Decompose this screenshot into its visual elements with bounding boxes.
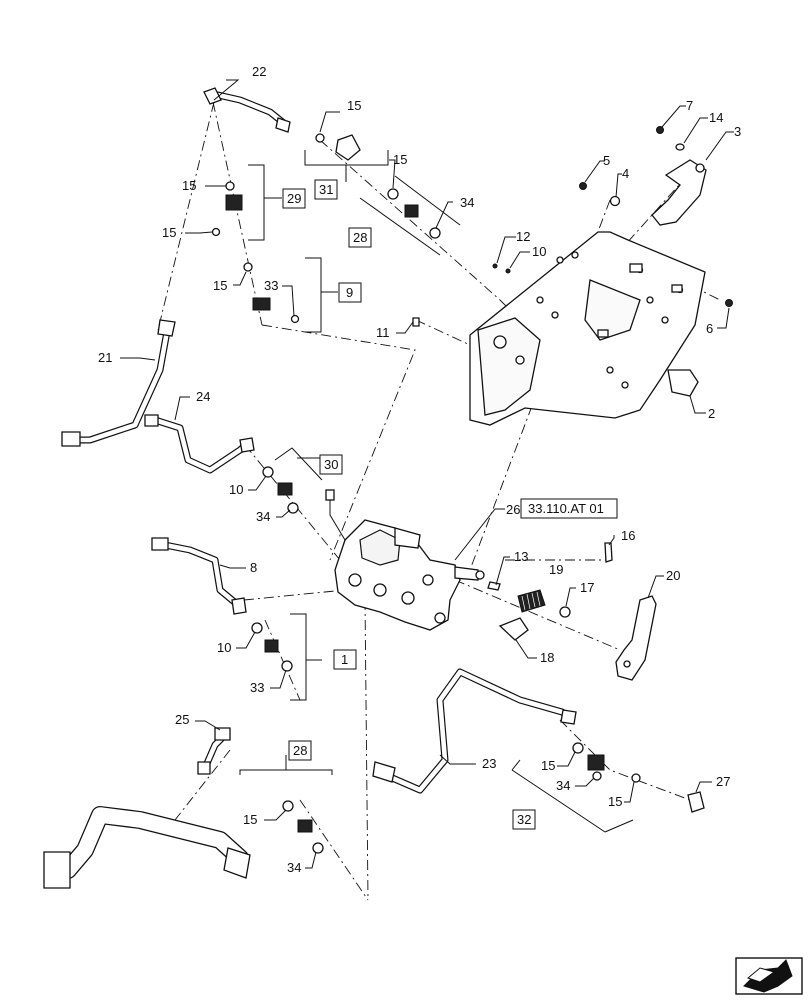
callout-11: 11 bbox=[376, 325, 390, 340]
callout-34-c: 34 bbox=[287, 860, 301, 875]
boxed-callouts: 31 28 29 9 30 1 28 32 bbox=[282, 179, 618, 830]
svg-text:29: 29 bbox=[287, 191, 301, 206]
svg-text:33.110.AT 01: 33.110.AT 01 bbox=[528, 501, 604, 516]
callout-15-h: 15 bbox=[608, 794, 622, 809]
callout-34-a: 34 bbox=[460, 195, 474, 210]
callout-15-c: 15 bbox=[182, 178, 196, 193]
bracket bbox=[651, 159, 707, 226]
callout-16: 16 bbox=[621, 528, 635, 543]
callout-15-g: 15 bbox=[541, 758, 555, 773]
callout-2: 2 bbox=[708, 406, 715, 421]
box-32: 32 bbox=[512, 809, 536, 830]
callout-18: 18 bbox=[540, 650, 554, 665]
box-29: 29 bbox=[282, 188, 306, 209]
callout-10-c: 10 bbox=[532, 244, 546, 259]
svg-text:28: 28 bbox=[353, 230, 367, 245]
callout-3: 3 bbox=[734, 124, 741, 139]
callout-15-e: 15 bbox=[213, 278, 227, 293]
callout-19: 19 bbox=[549, 562, 563, 577]
callout-6: 6 bbox=[706, 321, 713, 336]
callout-22: 22 bbox=[252, 64, 266, 79]
fittings bbox=[211, 133, 705, 854]
svg-text:9: 9 bbox=[346, 285, 353, 300]
svg-text:1: 1 bbox=[341, 652, 348, 667]
lever bbox=[615, 595, 657, 681]
callout-34-b: 34 bbox=[256, 509, 270, 524]
box-1: 1 bbox=[333, 649, 357, 670]
mounting-plate bbox=[469, 231, 706, 426]
callout-21: 21 bbox=[98, 350, 112, 365]
reference-box[interactable]: 33.110.AT 01 bbox=[520, 498, 618, 519]
box-31: 31 bbox=[314, 179, 338, 200]
callout-15-d: 15 bbox=[162, 225, 176, 240]
box-9: 9 bbox=[338, 282, 362, 303]
svg-text:28: 28 bbox=[293, 743, 307, 758]
callout-15-b: 15 bbox=[393, 152, 407, 167]
callout-7: 7 bbox=[686, 98, 693, 113]
callout-33-b: 33 bbox=[250, 680, 264, 695]
group-brackets bbox=[239, 150, 634, 833]
box-30: 30 bbox=[319, 454, 343, 475]
spring bbox=[517, 589, 546, 613]
svg-text:31: 31 bbox=[319, 182, 333, 197]
callout-25: 25 bbox=[175, 712, 189, 727]
callout-23: 23 bbox=[482, 756, 496, 771]
hydraulic-tubes bbox=[43, 87, 577, 889]
callout-15-f: 15 bbox=[243, 812, 257, 827]
callout-13: 13 bbox=[514, 549, 528, 564]
callout-10-a: 10 bbox=[229, 482, 243, 497]
callout-15-a: 15 bbox=[347, 98, 361, 113]
callout-27: 27 bbox=[716, 774, 730, 789]
callout-24: 24 bbox=[196, 389, 210, 404]
callout-26: 26 bbox=[506, 502, 520, 517]
box-28-a: 28 bbox=[348, 227, 372, 248]
callout-labels: 22 15 15 34 15 15 15 33 21 24 10 34 8 10… bbox=[98, 64, 741, 875]
leader-lines bbox=[120, 79, 734, 869]
callout-10-b: 10 bbox=[217, 640, 231, 655]
callout-17: 17 bbox=[580, 580, 594, 595]
svg-text:32: 32 bbox=[517, 812, 531, 827]
callout-4: 4 bbox=[622, 166, 629, 181]
callout-34-d: 34 bbox=[556, 778, 570, 793]
callout-12: 12 bbox=[516, 229, 530, 244]
callout-14: 14 bbox=[709, 110, 723, 125]
control-valve bbox=[325, 489, 485, 631]
callout-20: 20 bbox=[666, 568, 680, 583]
callout-8: 8 bbox=[250, 560, 257, 575]
callout-5: 5 bbox=[603, 153, 610, 168]
next-page-arrow-icon[interactable] bbox=[735, 957, 803, 995]
svg-text:30: 30 bbox=[324, 457, 338, 472]
box-28-b: 28 bbox=[288, 740, 312, 761]
callout-33-a: 33 bbox=[264, 278, 278, 293]
